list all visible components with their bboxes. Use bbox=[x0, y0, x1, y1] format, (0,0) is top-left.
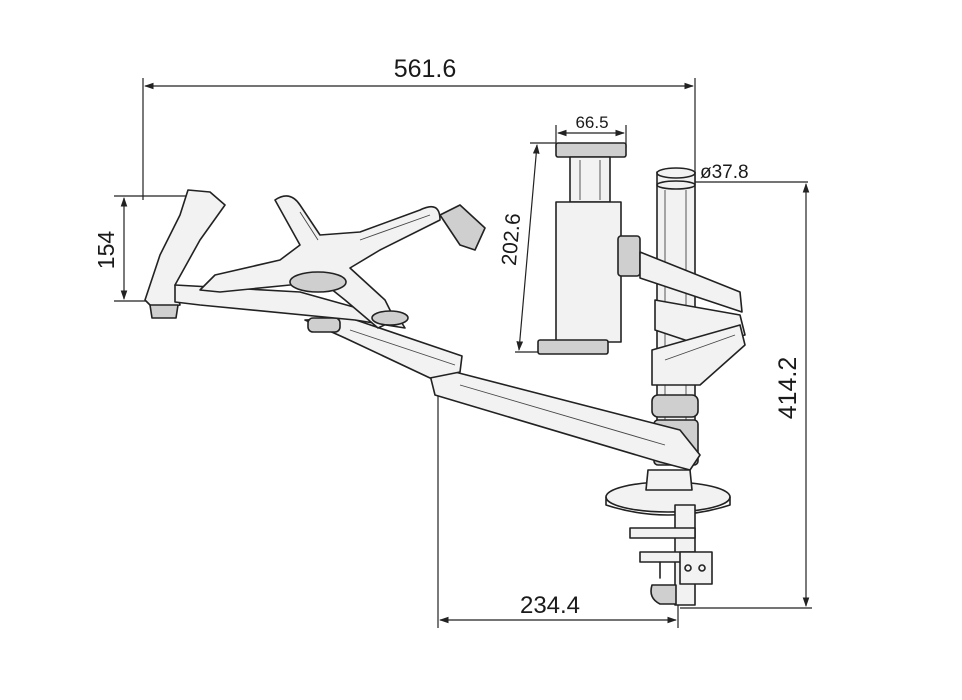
main-lower-arm bbox=[429, 371, 701, 471]
tablet-holder bbox=[537, 142, 743, 355]
base-reach-label: 234.4 bbox=[520, 592, 580, 619]
gas-spring-arms bbox=[651, 299, 746, 386]
dimension-tablet-holder-height: 202.6 bbox=[498, 142, 556, 353]
total-height-label: 414.2 bbox=[774, 357, 802, 420]
dimension-total-width: 561.6 bbox=[142, 55, 696, 200]
dimension-laptop-tray-height: 154 bbox=[93, 195, 200, 302]
dimension-base-reach: 234.4 bbox=[437, 392, 679, 628]
tablet-holder-height-label: 202.6 bbox=[498, 212, 525, 266]
dimension-tablet-holder-width: 66.5 bbox=[555, 113, 627, 148]
desk-clamp bbox=[605, 469, 731, 606]
laptop-tray-height-label: 154 bbox=[93, 231, 119, 270]
total-width-label: 561.6 bbox=[394, 55, 457, 83]
dimension-total-height: 414.2 bbox=[680, 183, 812, 609]
laptop-extension-arm bbox=[304, 317, 463, 379]
pole-diameter-label: ø37.8 bbox=[700, 162, 749, 183]
laptop-tray bbox=[144, 189, 486, 329]
tablet-holder-width-label: 66.5 bbox=[575, 113, 608, 132]
